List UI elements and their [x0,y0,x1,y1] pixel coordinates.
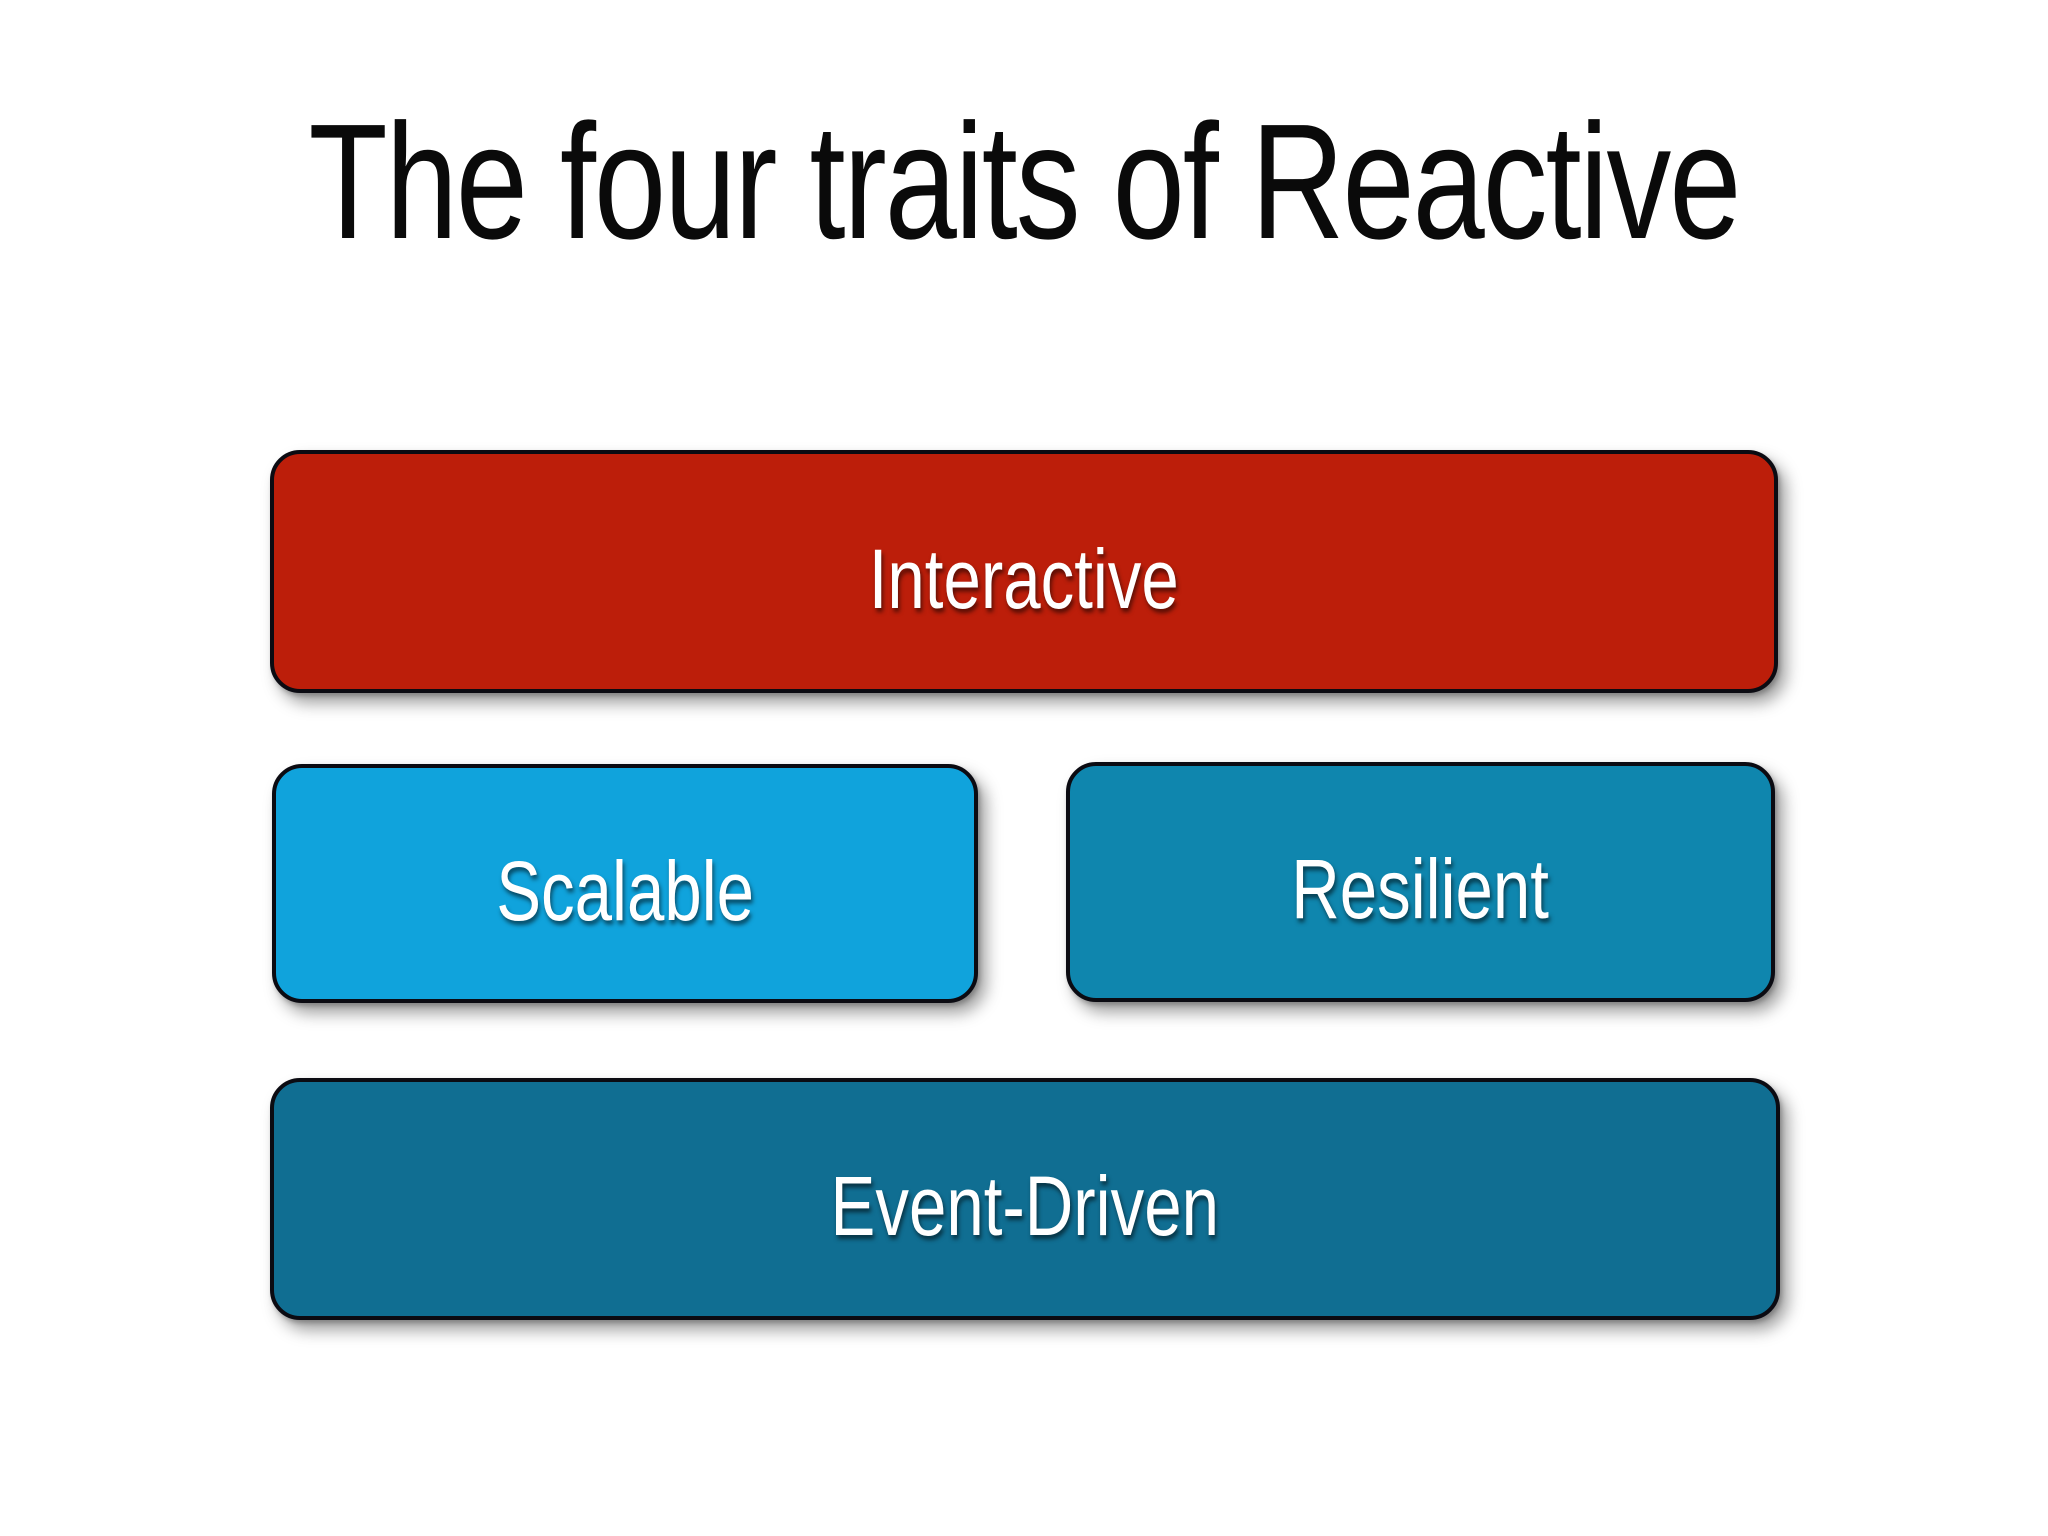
trait-box-interactive: Interactive [270,450,1778,693]
trait-label-scalable: Scalable [496,843,754,938]
trait-label-event-driven: Event-Driven [830,1159,1220,1253]
trait-box-event-driven: Event-Driven [270,1078,1780,1320]
trait-label-resilient: Resilient [1291,842,1550,936]
trait-label-interactive: Interactive [868,531,1179,626]
trait-box-resilient: Resilient [1066,762,1775,1002]
trait-box-scalable: Scalable [272,764,978,1003]
slide-title: The four traits of Reactive [308,90,1742,273]
